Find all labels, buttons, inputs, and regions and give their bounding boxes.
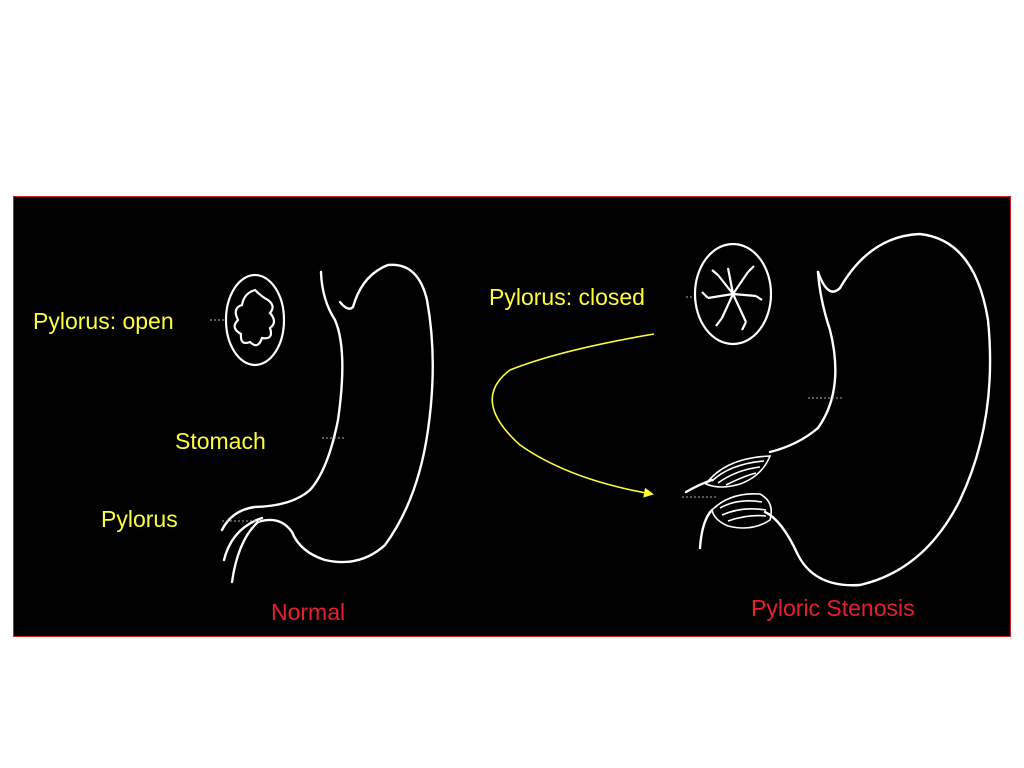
normal-pylorus-cross-section bbox=[224, 273, 286, 367]
label-stomach: Stomach bbox=[175, 428, 266, 454]
label-pylorus: Pylorus bbox=[101, 506, 178, 532]
thickened-muscle-lower bbox=[711, 493, 773, 529]
stenosis-pylorus-cross-section bbox=[693, 242, 773, 346]
normal-stomach-outline bbox=[220, 263, 434, 584]
stenosis-stomach-outline bbox=[684, 232, 992, 587]
diagram-panel bbox=[13, 196, 1011, 637]
label-pylorus-closed: Pylorus: closed bbox=[489, 284, 645, 310]
label-pyloric-stenosis: Pyloric Stenosis bbox=[751, 595, 915, 621]
label-normal: Normal bbox=[271, 599, 346, 625]
thickened-muscle-upper bbox=[704, 455, 772, 488]
label-pylorus-open: Pylorus: open bbox=[33, 308, 174, 334]
transition-arrow bbox=[491, 333, 655, 498]
